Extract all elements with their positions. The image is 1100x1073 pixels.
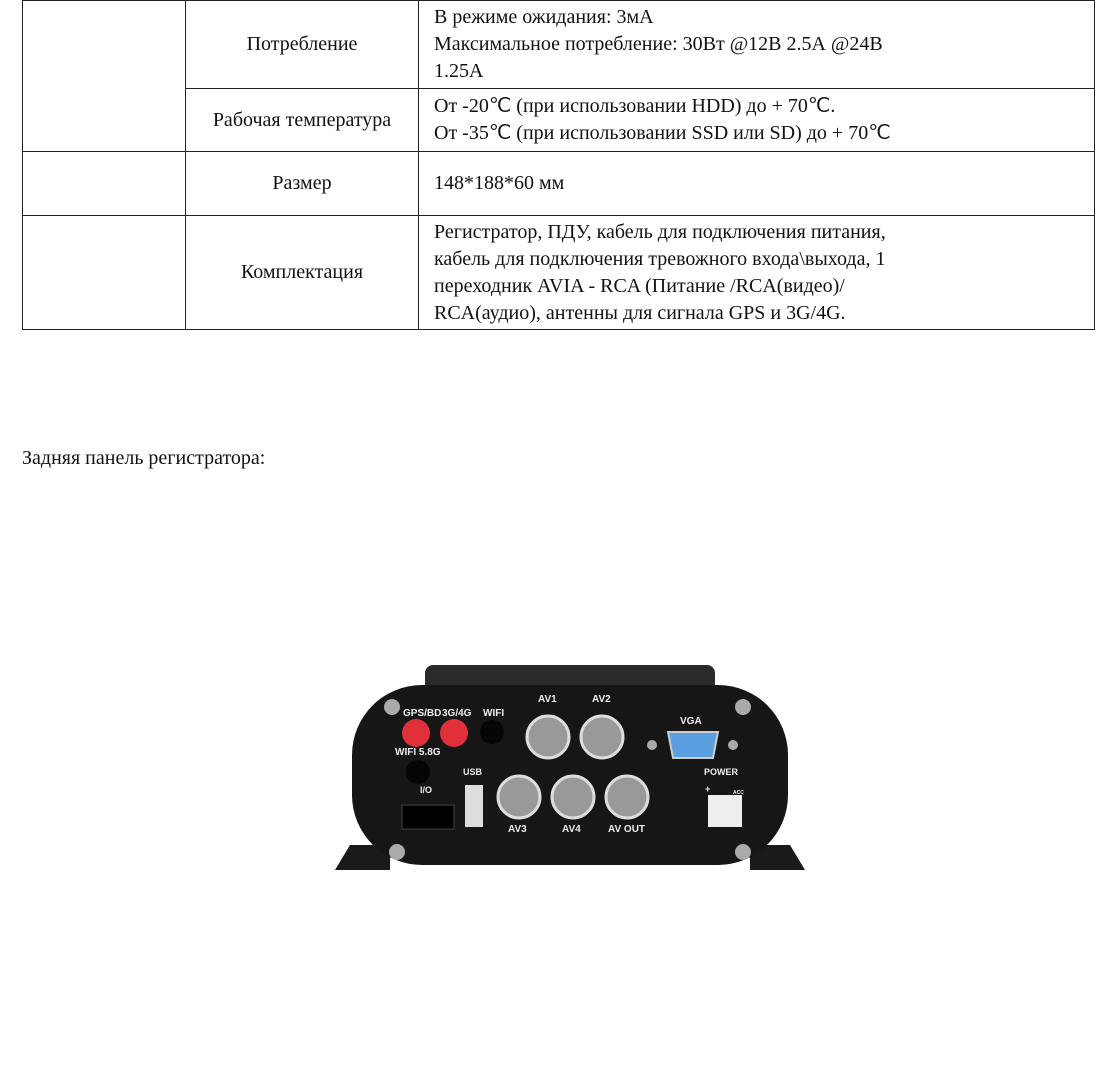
- row-label: Потребление: [185, 0, 419, 89]
- wifi58-antenna: [406, 760, 430, 784]
- value-line: В режиме ожидания: 3мА: [434, 6, 654, 28]
- label-acc: ACC: [733, 790, 744, 796]
- label-av3: AV3: [508, 824, 527, 835]
- label-avout: AV OUT: [608, 824, 645, 835]
- group-cell: [22, 151, 186, 216]
- vga-port: [666, 731, 720, 759]
- table-row: Размер 148*188*60 мм: [22, 151, 1095, 216]
- value-line: кабель для подключения тревожного входа\…: [434, 247, 886, 270]
- group-cell: [22, 0, 186, 152]
- row-value: От -20℃ (при использовании HDD) до + 70℃…: [418, 88, 1095, 152]
- table-row: Комплектация Регистратор, ПДУ, кабель дл…: [22, 215, 1095, 330]
- wifi-antenna: [480, 720, 504, 744]
- table-row: Потребление В режиме ожидания: 3мА Макси…: [22, 0, 1095, 152]
- av2-connector: [579, 714, 625, 760]
- row-label: Размер: [185, 151, 419, 216]
- value-line: От -35℃ (при использовании SSD или SD) д…: [434, 122, 891, 144]
- label-vga: VGA: [680, 716, 702, 727]
- value-line: 148*188*60 мм: [434, 172, 565, 194]
- group-cell: [22, 215, 186, 330]
- av3-connector: [496, 774, 542, 820]
- screw-icon: [384, 699, 400, 715]
- value-line: Максимальное потребление: 30Вт @12В 2.5А…: [434, 33, 883, 55]
- screw-icon: [735, 844, 751, 860]
- mount-foot-right: [750, 845, 805, 870]
- screw-icon: [389, 844, 405, 860]
- avout-connector: [604, 774, 650, 820]
- dvr-rear-panel-image: GPS/BD 3G/4G WIFI WIFI 5.8G AV1 AV2 AV3 …: [335, 665, 805, 870]
- row-label: Рабочая температура: [185, 88, 419, 152]
- label-wifi58: WIFI 5.8G: [395, 747, 441, 758]
- label-av2: AV2: [592, 694, 611, 705]
- value-line: Регистратор, ПДУ, кабель для подключения…: [434, 220, 886, 243]
- row-value: 148*188*60 мм: [418, 151, 1095, 216]
- mount-foot-left: [335, 845, 390, 870]
- label-gps: GPS/BD: [403, 708, 441, 719]
- table-row: Рабочая температура От -20℃ (при использ…: [23, 88, 1095, 152]
- av4-connector: [550, 774, 596, 820]
- label-usb: USB: [463, 767, 483, 777]
- label-power: POWER: [704, 767, 739, 777]
- section-caption: Задняя панель регистратора:: [22, 447, 266, 469]
- label-av4: AV4: [562, 824, 581, 835]
- label-io: I/O: [420, 785, 432, 795]
- value-line: переходник AVIA - RCA (Питание /RCA(виде…: [434, 274, 845, 297]
- row-value: В режиме ожидания: 3мА Максимальное потр…: [418, 0, 1095, 89]
- row-value: Регистратор, ПДУ, кабель для подключения…: [418, 215, 1095, 330]
- value-line: 1.25А: [434, 60, 484, 82]
- value-line: RCA(аудио), антенны для сигнала GPS и 3G…: [434, 301, 846, 324]
- 3g4g-antenna-connector: [440, 719, 468, 747]
- label-av1: AV1: [538, 694, 557, 705]
- spec-table: Потребление В режиме ожидания: 3мА Макси…: [22, 0, 1095, 330]
- label-plus: +: [705, 784, 710, 794]
- usb-port: [465, 785, 483, 827]
- gps-antenna-connector: [402, 719, 430, 747]
- label-3g4g: 3G/4G: [442, 708, 472, 719]
- row-label: Комплектация: [185, 215, 419, 330]
- av1-connector: [525, 714, 571, 760]
- value-line: От -20℃ (при использовании HDD) до + 70℃…: [434, 95, 836, 117]
- screw-icon: [735, 699, 751, 715]
- label-wifi: WIFI: [483, 708, 504, 719]
- io-port: [401, 804, 455, 830]
- power-port: [708, 795, 742, 827]
